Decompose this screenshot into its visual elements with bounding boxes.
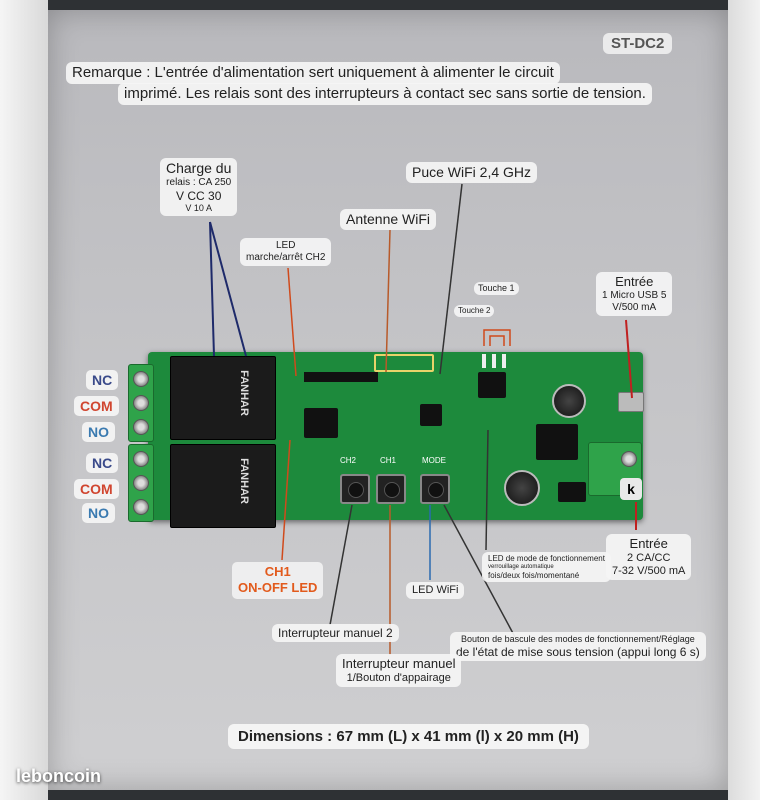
input-dc-label: Entrée 2 CA/CC 7-32 V/500 mA: [606, 534, 692, 580]
manual-switch-1-line2: 1/Bouton d'appairage: [346, 671, 451, 684]
regulator-chip: [558, 482, 586, 502]
input-dc-title: Entrée: [629, 536, 668, 551]
screw-icon: [133, 395, 149, 411]
terminal-top-com: COM: [74, 396, 119, 416]
mcu-chip: [478, 372, 506, 398]
mode-led-label: LED de mode de fonctionnement verrouilla…: [482, 552, 611, 583]
wifi-antenna: [374, 354, 434, 372]
mode-button-line1: Bouton de bascule des modes de fonctionn…: [461, 634, 695, 644]
mode-mark: MODE: [422, 456, 446, 465]
terminal-bottom-com: COM: [74, 479, 119, 499]
leboncoin-watermark: leboncoin: [16, 766, 101, 786]
ch1-line1: CH1: [264, 564, 291, 579]
mode-button-line2: de l'état de mise sous tension (appui lo…: [456, 644, 700, 659]
dc-converter-chip: [536, 424, 578, 460]
mode-led-line2: verrouillage automatique: [488, 563, 554, 570]
mode-button[interactable]: [420, 474, 450, 504]
terminal-block-bottom: [128, 444, 154, 522]
touch2-label: Touche 2: [454, 305, 495, 317]
relay-load-label: Charge du relais : CA 250 V CC 30 V 10 A: [160, 158, 238, 216]
wifi-chip-label: Puce WiFi 2,4 GHz: [406, 162, 538, 183]
relay-load-title: Charge du: [166, 160, 232, 176]
mode-button-label: Bouton de bascule des modes de fonctionn…: [450, 632, 706, 662]
manual-switch-1-line1: Interrupteur manuel: [342, 656, 456, 671]
manual-switch-2-button[interactable]: [340, 474, 370, 504]
wifi-chip: [420, 404, 442, 426]
input-usb-title: Entrée: [615, 274, 654, 289]
ch1-led-label: CH1 ON-OFF LED: [232, 562, 324, 599]
screw-icon: [133, 499, 149, 515]
touch1-label: Touche 1: [474, 282, 519, 295]
terminal-bottom-nc: NC: [86, 453, 119, 473]
relay-ch1: FANHAR: [170, 444, 276, 528]
screw-icon: [621, 451, 637, 467]
input-dc-line2: 2 CA/CC: [626, 551, 671, 564]
remark-line-2: imprimé. Les relais sont des interrupteu…: [118, 83, 652, 105]
relay-load-line4: V 10 A: [185, 203, 212, 214]
relay-ch2: FANHAR: [170, 356, 276, 440]
input-usb-line3: V/500 mA: [612, 301, 657, 313]
pin-header: [304, 372, 378, 382]
terminal-k-badge: k: [620, 478, 642, 500]
screw-icon: [133, 419, 149, 435]
led-ch2-label: LED marche/arrêt CH2: [240, 238, 332, 266]
capacitor: [504, 470, 540, 506]
terminal-bottom-no: NO: [82, 503, 115, 523]
ch2-mark: CH2: [340, 456, 357, 465]
remark-line-1: Remarque : L'entrée d'alimentation sert …: [66, 62, 560, 84]
mode-led-line1: LED de mode de fonctionnement: [488, 554, 605, 563]
screw-icon: [133, 475, 149, 491]
ch1-line2: ON-OFF LED: [238, 580, 318, 596]
dimensions-label: Dimensions : 67 mm (L) x 41 mm (l) x 20 …: [228, 724, 589, 749]
led-ch2-line1: LED: [276, 240, 296, 251]
led-ch2-line2: marche/arrêt CH2: [246, 252, 326, 263]
manual-switch-2-label: Interrupteur manuel 2: [272, 624, 399, 643]
led-wifi-label: LED WiFi: [406, 582, 465, 600]
booklet-left-page: [0, 0, 48, 800]
input-usb-line2: 1 Micro USB 5: [602, 289, 667, 301]
manual-switch-1-label: Interrupteur manuel 1/Bouton d'appairage: [336, 654, 462, 687]
mode-led-line3: fois/deux fois/momentané: [488, 570, 580, 580]
antenna-label: Antenne WiFi: [340, 209, 437, 230]
touch-pin: [492, 354, 496, 368]
terminal-top-nc: NC: [86, 370, 119, 390]
booklet-right-page: [728, 0, 760, 800]
touch-pin: [482, 354, 486, 368]
input-usb-label: Entrée 1 Micro USB 5 V/500 mA: [596, 272, 673, 316]
pcb-board: FANHAR FANHAR CH2 CH1 MODE: [128, 352, 644, 528]
terminal-block-top: [128, 364, 154, 442]
touch-pin: [502, 354, 506, 368]
screw-icon: [133, 451, 149, 467]
capacitor: [552, 384, 586, 418]
manual-switch-1-button[interactable]: [376, 474, 406, 504]
screw-icon: [133, 371, 149, 387]
ch1-mark: CH1: [380, 456, 397, 465]
terminal-top-no: NO: [82, 422, 115, 442]
relay-load-line3: V CC 30: [176, 188, 222, 203]
model-label: ST-DC2: [603, 33, 673, 54]
relay-load-line2: relais : CA 250: [166, 176, 232, 188]
driver-chip: [304, 408, 338, 438]
input-dc-line3: 7-32 V/500 mA: [612, 564, 686, 577]
